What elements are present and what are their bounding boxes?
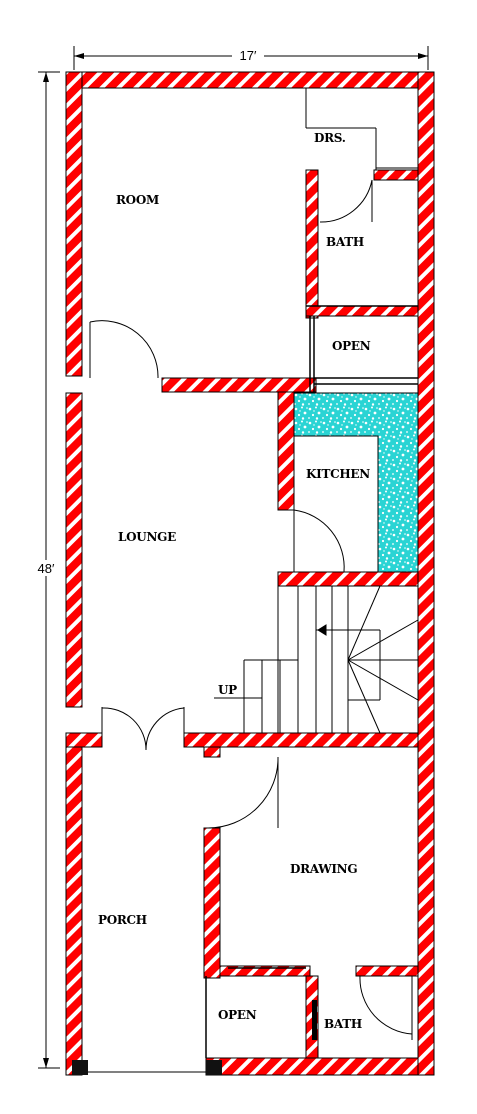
open-top-lines	[306, 305, 418, 392]
drs-lines	[305, 88, 418, 170]
label-bath-top: BATH	[326, 235, 364, 249]
label-up: UP	[218, 683, 237, 697]
width-label: 17′	[240, 48, 257, 63]
label-bath-bottom: BATH	[324, 1017, 362, 1031]
open-bottom-lines	[205, 967, 306, 1058]
label-porch: PORCH	[98, 913, 147, 927]
kitchen-counter	[293, 392, 419, 581]
label-drs: DRS.	[314, 131, 346, 145]
bath-bottom-window	[312, 1000, 317, 1040]
label-drawing: DRAWING	[290, 862, 357, 876]
walls	[65, 71, 435, 1076]
post-left	[72, 1060, 88, 1075]
label-open-bottom: OPEN	[218, 1008, 257, 1022]
label-open-top: OPEN	[332, 339, 371, 353]
staircase	[214, 585, 419, 734]
label-lounge: LOUNGE	[118, 530, 176, 544]
dimension-length: 48′	[34, 71, 60, 1069]
label-room: ROOM	[116, 193, 159, 207]
label-kitchen: KITCHEN	[306, 467, 370, 481]
length-label: 48′	[38, 561, 55, 576]
post-right	[206, 1060, 222, 1075]
doors	[89, 179, 413, 1040]
dimension-width: 17′	[73, 46, 429, 70]
